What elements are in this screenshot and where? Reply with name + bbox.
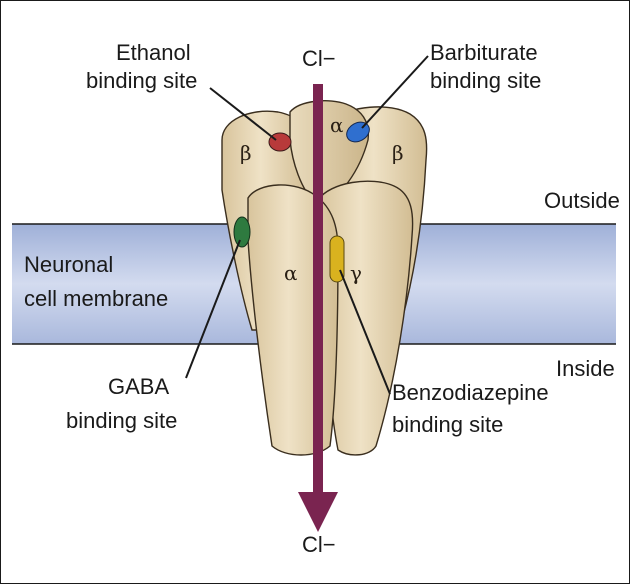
subunit-label-back-right: β xyxy=(392,141,404,165)
benzodiazepine-leader-line xyxy=(339,269,391,395)
ethanol-leader-line xyxy=(209,87,277,141)
subunit-label-front-left: α xyxy=(284,261,298,285)
outside-label: Outside xyxy=(544,188,620,213)
ethanol-label-line2: binding site xyxy=(86,68,197,93)
barbiturate-label-line1: Barbiturate xyxy=(430,40,538,65)
gaba-binding-site-marker xyxy=(233,216,251,248)
subunit-label-front-right: γ xyxy=(350,261,362,285)
gaba-label-line2: binding site xyxy=(66,408,177,433)
chloride-label-top: Cl− xyxy=(302,46,336,71)
ethanol-label-line1: Ethanol xyxy=(116,40,191,65)
membrane-label-line1: Neuronal xyxy=(24,252,113,277)
gaba-leader-line xyxy=(185,239,241,379)
subunit-label-back-center: α xyxy=(330,113,344,137)
benzodiazepine-label-line1: Benzodiazepine xyxy=(392,380,549,405)
barbiturate-label-line2: binding site xyxy=(430,68,541,93)
gaba-label-line1: GABA xyxy=(108,374,169,399)
inside-label: Inside xyxy=(556,356,615,381)
ethanol-binding-site-marker xyxy=(268,132,292,152)
membrane-label-line2: cell membrane xyxy=(24,286,168,311)
chloride-label-bottom: Cl− xyxy=(302,532,336,557)
subunit-label-back-left: β xyxy=(240,141,252,165)
barbiturate-leader-line xyxy=(361,55,429,129)
subunit-front-left-alpha xyxy=(247,184,339,456)
subunit-back-center-alpha xyxy=(289,100,369,207)
benzodiazepine-label-line2: binding site xyxy=(392,412,503,437)
